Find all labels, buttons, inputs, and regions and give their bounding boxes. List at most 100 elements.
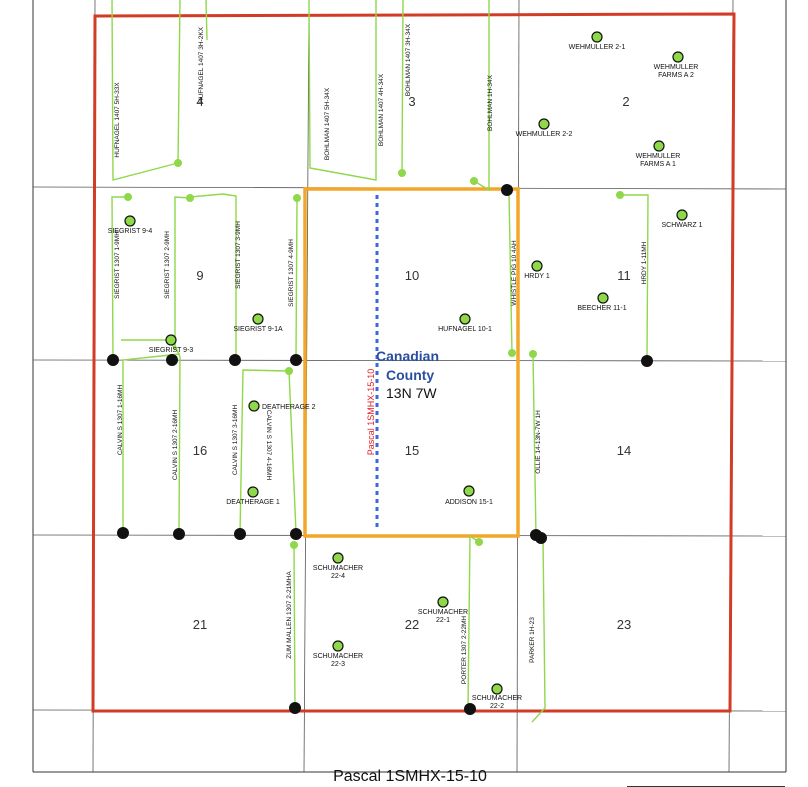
well-marker <box>437 596 449 608</box>
lateral-label: HRDY 1-11MH <box>641 241 648 284</box>
well-label: WEHMULLER <box>654 64 699 71</box>
well-marker <box>247 486 259 498</box>
well-label: SIEGRIST 9-1A <box>233 326 283 333</box>
well-marker <box>597 292 609 304</box>
section-number: 22 <box>405 617 419 632</box>
section-numbers: 4 3 2 9 10 11 16 15 14 21 22 23 <box>193 94 631 632</box>
well-dot <box>166 354 178 366</box>
well-label: 22-4 <box>331 573 345 580</box>
lateral-label: BOHLMAN 1407 4H-34X <box>378 73 385 146</box>
lateral-labels: HUFNAGEL 1407 3H-2KX HUFNAGEL 1407 5H-33… <box>114 23 648 684</box>
well-dot <box>501 184 513 196</box>
lateral-label: BOHLMAN 1407 5H-34X <box>324 87 331 160</box>
lateral-label: SIEGRIST 1307 1-9MH <box>114 231 121 299</box>
well-label: SCHWARZ 1 <box>662 222 703 229</box>
lateral-label: BOHLMAN 1407 3H-34X <box>405 23 412 96</box>
lateral-label: HUFNAGEL 1407 5H-33X <box>114 82 121 158</box>
well-label: 22-3 <box>331 661 345 668</box>
section-number: 9 <box>196 268 203 283</box>
well-labels: WEHMULLER 2-1 WEHMULLER FARMS A 2 WEHMUL… <box>108 44 703 710</box>
well-label: SCHUMACHER <box>472 695 522 702</box>
well-dot <box>464 703 476 715</box>
well-marker <box>531 260 543 272</box>
lateral-label: WHISTLE PIG 10 4AH <box>511 240 518 306</box>
well-label: WEHMULLER 2-2 <box>516 131 573 138</box>
well-marker <box>459 313 471 325</box>
unit-outline <box>303 187 520 538</box>
section-number: 15 <box>405 443 419 458</box>
section-number: 23 <box>617 617 631 632</box>
well-label: 22-2 <box>490 703 504 710</box>
existing-laterals <box>111 0 649 723</box>
well-marker <box>165 334 177 346</box>
well-dot <box>641 355 653 367</box>
well-marker <box>463 485 475 497</box>
unit-label: Pascal 1SMHX-15-10 <box>366 369 376 456</box>
lateral-label: SIEGRIST 1307 3-9MH <box>235 221 242 289</box>
well-marker <box>653 140 665 152</box>
well-marker <box>672 51 684 63</box>
well-label: SIEGRIST 9-3 <box>149 347 194 354</box>
well-label: ADDISON 15-1 <box>445 499 493 506</box>
well-marker <box>332 640 344 652</box>
lateral-label: SIEGRIST 1307 4-9MH <box>288 239 295 307</box>
section-number: 4 <box>196 94 203 109</box>
section-number: 2 <box>622 94 629 109</box>
well-dot <box>229 354 241 366</box>
well-marker <box>124 215 136 227</box>
well-dot <box>289 702 301 714</box>
map-title: Pascal 1SMHX-15-10 <box>333 768 487 785</box>
lateral-label: CALVIN S 1307 3-16MH <box>232 405 239 476</box>
county-label: Canadian County 13N 7W <box>376 348 439 401</box>
well-label: BEECHER 11-1 <box>577 305 626 312</box>
lateral-label: CALVIN S 1307 4-16MH <box>265 410 272 481</box>
well-label: SCHUMACHER <box>313 653 363 660</box>
well-marker <box>538 118 550 130</box>
lateral-label: SIEGRIST 1307 2-9MH <box>164 231 171 299</box>
lateral-label: HUFNAGEL 1407 3H-2KX <box>198 26 205 103</box>
well-dot <box>535 532 547 544</box>
well-dot <box>290 528 302 540</box>
well-dot <box>107 354 119 366</box>
surface-location-dots <box>107 184 653 715</box>
section-number: 21 <box>193 617 207 632</box>
lateral-label: ZUM MALLEN 1307 2-21MHA <box>286 571 293 659</box>
well-label: 22-1 <box>436 617 450 624</box>
well-label: SIEGRIST 9-4 <box>108 228 153 235</box>
project-boundary <box>91 12 736 713</box>
well-label: DEATHERAGE 2 <box>262 404 316 411</box>
lateral-label: CALVIN S 1307 2-16MH <box>172 410 179 481</box>
well-label: DEATHERAGE 1 <box>226 499 280 506</box>
county-name: Canadian <box>376 348 439 364</box>
well-marker <box>248 400 260 412</box>
lateral-endpoints <box>124 159 624 549</box>
map-frame <box>32 0 787 773</box>
township-range: 13N 7W <box>386 385 437 401</box>
lateral-label: BOHLMAN 1H-34X <box>487 74 494 131</box>
lateral-label: OLLIE 14-13N-7W 1H <box>535 410 542 474</box>
section-number: 16 <box>193 443 207 458</box>
well-marker <box>676 209 688 221</box>
well-dot <box>117 527 129 539</box>
well-label: SCHUMACHER <box>418 609 468 616</box>
well-marker <box>491 683 503 695</box>
lateral-label: CALVIN S 1307 1-16MH <box>117 385 124 456</box>
well-label: FARMS A 1 <box>640 161 676 168</box>
well-label: SCHUMACHER <box>313 565 363 572</box>
wells <box>124 31 688 695</box>
well-marker <box>252 313 264 325</box>
well-label: HUFNAGEL 10-1 <box>438 326 492 333</box>
section-number: 11 <box>617 268 631 283</box>
well-dot <box>173 528 185 540</box>
section-number: 14 <box>617 443 631 458</box>
well-label: FARMS A 2 <box>658 72 694 79</box>
lateral-label: PARKER 1H-23 <box>529 617 536 663</box>
well-dot <box>234 528 246 540</box>
well-marker <box>591 31 603 43</box>
well-label: WEHMULLER 2-1 <box>569 44 626 51</box>
lateral-label: PORTER 1307 2-22MH <box>461 616 468 684</box>
well-label: HRDY 1 <box>524 273 550 280</box>
well-dot <box>290 354 302 366</box>
well-marker <box>332 552 344 564</box>
